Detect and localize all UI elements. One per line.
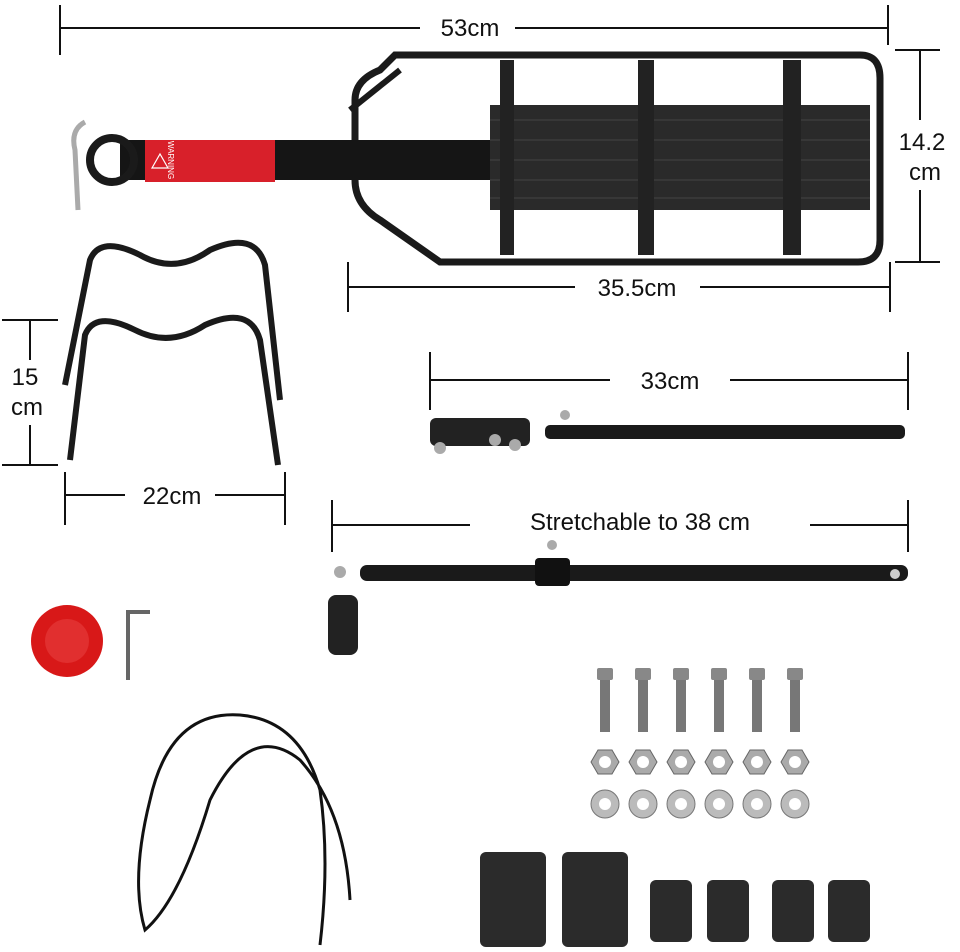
- washer-hole: [789, 798, 801, 810]
- platform-length-label: 35.5cm: [598, 275, 677, 302]
- support-arm: [430, 410, 905, 454]
- stretchable-arm-label: Stretchable to 38 cm: [530, 509, 750, 536]
- nut-hole: [675, 756, 687, 768]
- warning-triangle-icon: [150, 152, 170, 169]
- bolt: [752, 680, 762, 732]
- support-arm-label: 33cm: [641, 368, 700, 395]
- rack-height-unit: cm: [909, 159, 941, 186]
- stretchable-arm: [328, 540, 908, 655]
- hardware-set: [590, 668, 810, 819]
- bracket-height-unit: cm: [11, 394, 43, 421]
- rubber-pads: [480, 852, 870, 947]
- bolt-head: [787, 668, 803, 680]
- warning-label: [145, 140, 275, 182]
- quick-release-lever: [71, 119, 87, 211]
- bolt-head: [635, 668, 651, 680]
- warning-label-text: WARNING: [166, 141, 175, 179]
- rack-length-label: 53cm: [441, 15, 500, 42]
- bolt-head: [711, 668, 727, 680]
- bolt: [638, 680, 648, 732]
- washer-hole: [713, 798, 725, 810]
- nut-hole: [751, 756, 763, 768]
- rear-rack: WARNING: [71, 51, 884, 266]
- rack-height-label: 14.2: [899, 129, 946, 156]
- bracket-height-label: 15: [12, 364, 39, 391]
- nut-hole: [637, 756, 649, 768]
- platform-length-dimension: [347, 262, 891, 312]
- mounting-brackets: [62, 239, 283, 466]
- bolt: [790, 680, 800, 732]
- nut-hole: [599, 756, 611, 768]
- bolt-head: [749, 668, 765, 680]
- bolt: [600, 680, 610, 732]
- washer-hole: [637, 798, 649, 810]
- seatpost-clamp: [86, 134, 138, 186]
- bracket-height-dimension: [2, 319, 58, 466]
- washer-hole: [751, 798, 763, 810]
- light-cable: [137, 713, 352, 946]
- bolt: [714, 680, 724, 732]
- hex-key: [126, 610, 150, 680]
- washer-hole: [599, 798, 611, 810]
- rack-length-dimension: [59, 5, 889, 55]
- bolt: [676, 680, 686, 732]
- bracket-width-label: 22cm: [143, 483, 202, 510]
- rack-height-dimension: [895, 49, 940, 263]
- nut-hole: [713, 756, 725, 768]
- stretchable-arm-dimension: [331, 500, 909, 552]
- bolt-head: [597, 668, 613, 680]
- bracket-width-dimension: [64, 472, 286, 525]
- nut-hole: [789, 756, 801, 768]
- washer-hole: [675, 798, 687, 810]
- support-arm-dimension: [429, 352, 909, 410]
- bolt-head: [673, 668, 689, 680]
